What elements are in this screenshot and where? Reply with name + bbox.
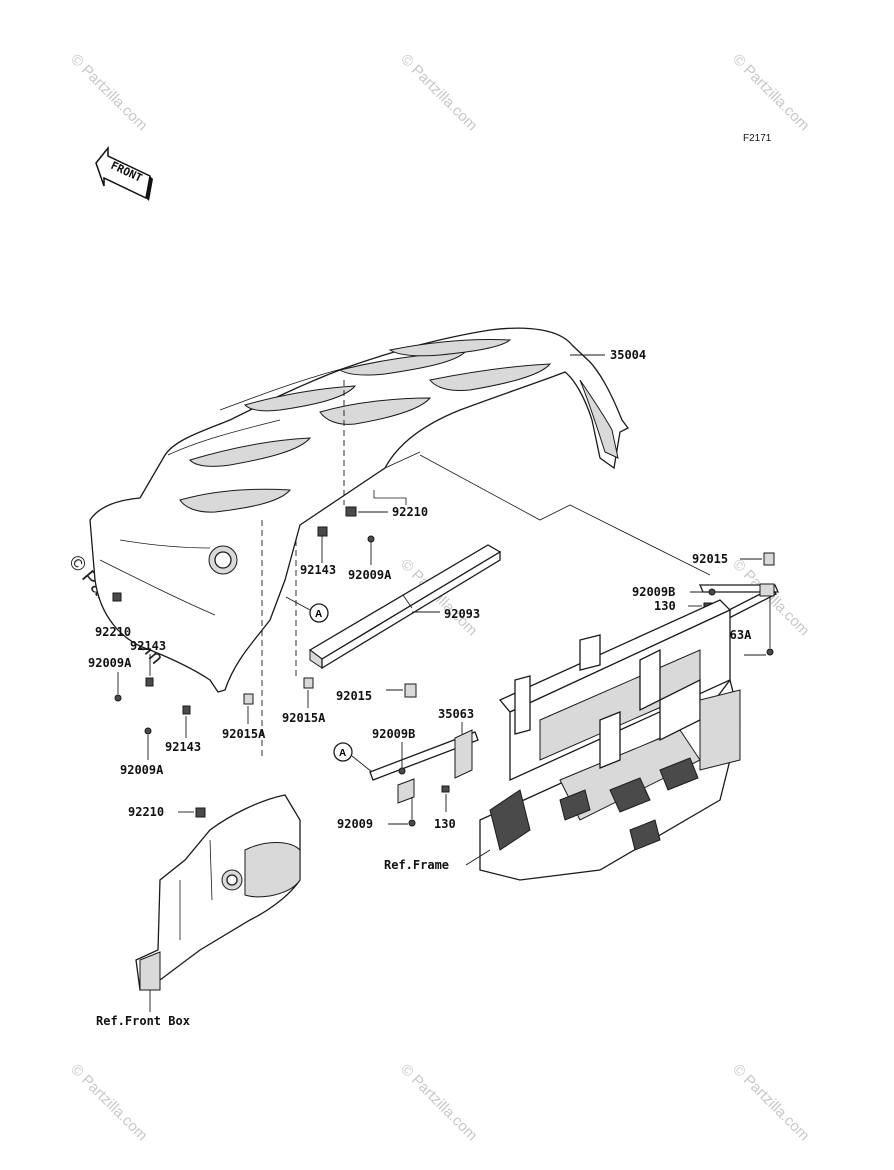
- bolt-92009A-left2: [144, 727, 152, 735]
- label-92143-left: 92143: [130, 639, 166, 653]
- watermark-bottom-center: © Partzilla.com: [397, 1061, 480, 1144]
- nut-92143-left2: [182, 705, 191, 715]
- label-92009A-left: 92009A: [88, 656, 132, 670]
- leader-fender-to-bracket: [419, 454, 711, 576]
- ref-frame-label: Ref.Frame: [384, 858, 449, 872]
- ref-front-box-label: Ref.Front Box: [96, 1014, 190, 1028]
- collar-92015-right: [763, 552, 775, 566]
- ref-marker-a-upper: A: [285, 596, 329, 623]
- front-arrow-icon: FRONT: [95, 145, 153, 201]
- collar-92015-mid: [404, 683, 417, 698]
- ref-marker-a-lower: A: [333, 742, 373, 773]
- label-92015-mid: 92015: [336, 689, 372, 703]
- nut-92143-top: [317, 526, 328, 537]
- watermark-mid-right: © Partzilla.com: [729, 556, 812, 639]
- label-92093: 92093: [444, 607, 480, 621]
- collar-92015A-left: [243, 693, 254, 705]
- bolt-130-mid: [441, 785, 450, 793]
- bolt-92009A-top: [367, 535, 375, 543]
- label-92009A-left2: 92009A: [120, 763, 164, 777]
- label-92143-left2: 92143: [165, 740, 201, 754]
- watermark-top-left: © Partzilla.com: [67, 51, 150, 134]
- label-92210-left: 92210: [95, 625, 131, 639]
- watermark-top-right: © Partzilla.com: [729, 51, 812, 134]
- bolt-92009-mid: [408, 819, 416, 827]
- label-130-right: 130: [654, 599, 676, 613]
- label-92143-top: 92143: [300, 563, 336, 577]
- collar-92015A-mid: [303, 677, 314, 689]
- label-92210-top: 92210: [392, 505, 428, 519]
- label-35063: 35063: [438, 707, 474, 721]
- front-box-panel: [135, 794, 301, 991]
- diagram-code: F2171: [743, 133, 772, 144]
- label-92009-mid: 92009: [337, 817, 373, 831]
- watermark-top-center: © Partzilla.com: [397, 51, 480, 134]
- frame-structure: [479, 599, 741, 881]
- label-35004: 35004: [610, 348, 646, 362]
- bolt-92009B-mid: [398, 767, 406, 775]
- label-130-mid: 130: [434, 817, 456, 831]
- clip-92210-top: [345, 506, 357, 517]
- label-92015A-left: 92015A: [222, 727, 266, 741]
- label-92009B-right: 92009B: [632, 585, 675, 599]
- bolt-92009-right: [766, 648, 774, 656]
- bolt-92009A-left: [114, 694, 122, 702]
- leader-ref-frame: [465, 849, 491, 866]
- watermark-bottom-right: © Partzilla.com: [729, 1061, 812, 1144]
- label-92009A-top: 92009A: [348, 568, 392, 582]
- ref-marker-a-upper-label: A: [315, 609, 322, 620]
- label-92015-right: 92015: [692, 552, 728, 566]
- fender-body: [89, 327, 629, 693]
- nut-92143-left: [145, 677, 154, 687]
- clip-92210-bottom: [195, 807, 206, 818]
- leader-92210-top-bracket: [373, 490, 407, 505]
- label-92015A-mid: 92015A: [282, 711, 326, 725]
- watermark-bottom-left: © Partzilla.com: [67, 1061, 150, 1144]
- clip-92210-left: [112, 592, 122, 602]
- ref-marker-a-lower-label: A: [339, 748, 346, 759]
- bolt-92009B-right: [708, 588, 716, 596]
- label-92009B-mid: 92009B: [372, 727, 415, 741]
- label-92210-bottom: 92210: [128, 805, 164, 819]
- bar-92093: [308, 544, 502, 670]
- bracket-35063: [369, 729, 479, 804]
